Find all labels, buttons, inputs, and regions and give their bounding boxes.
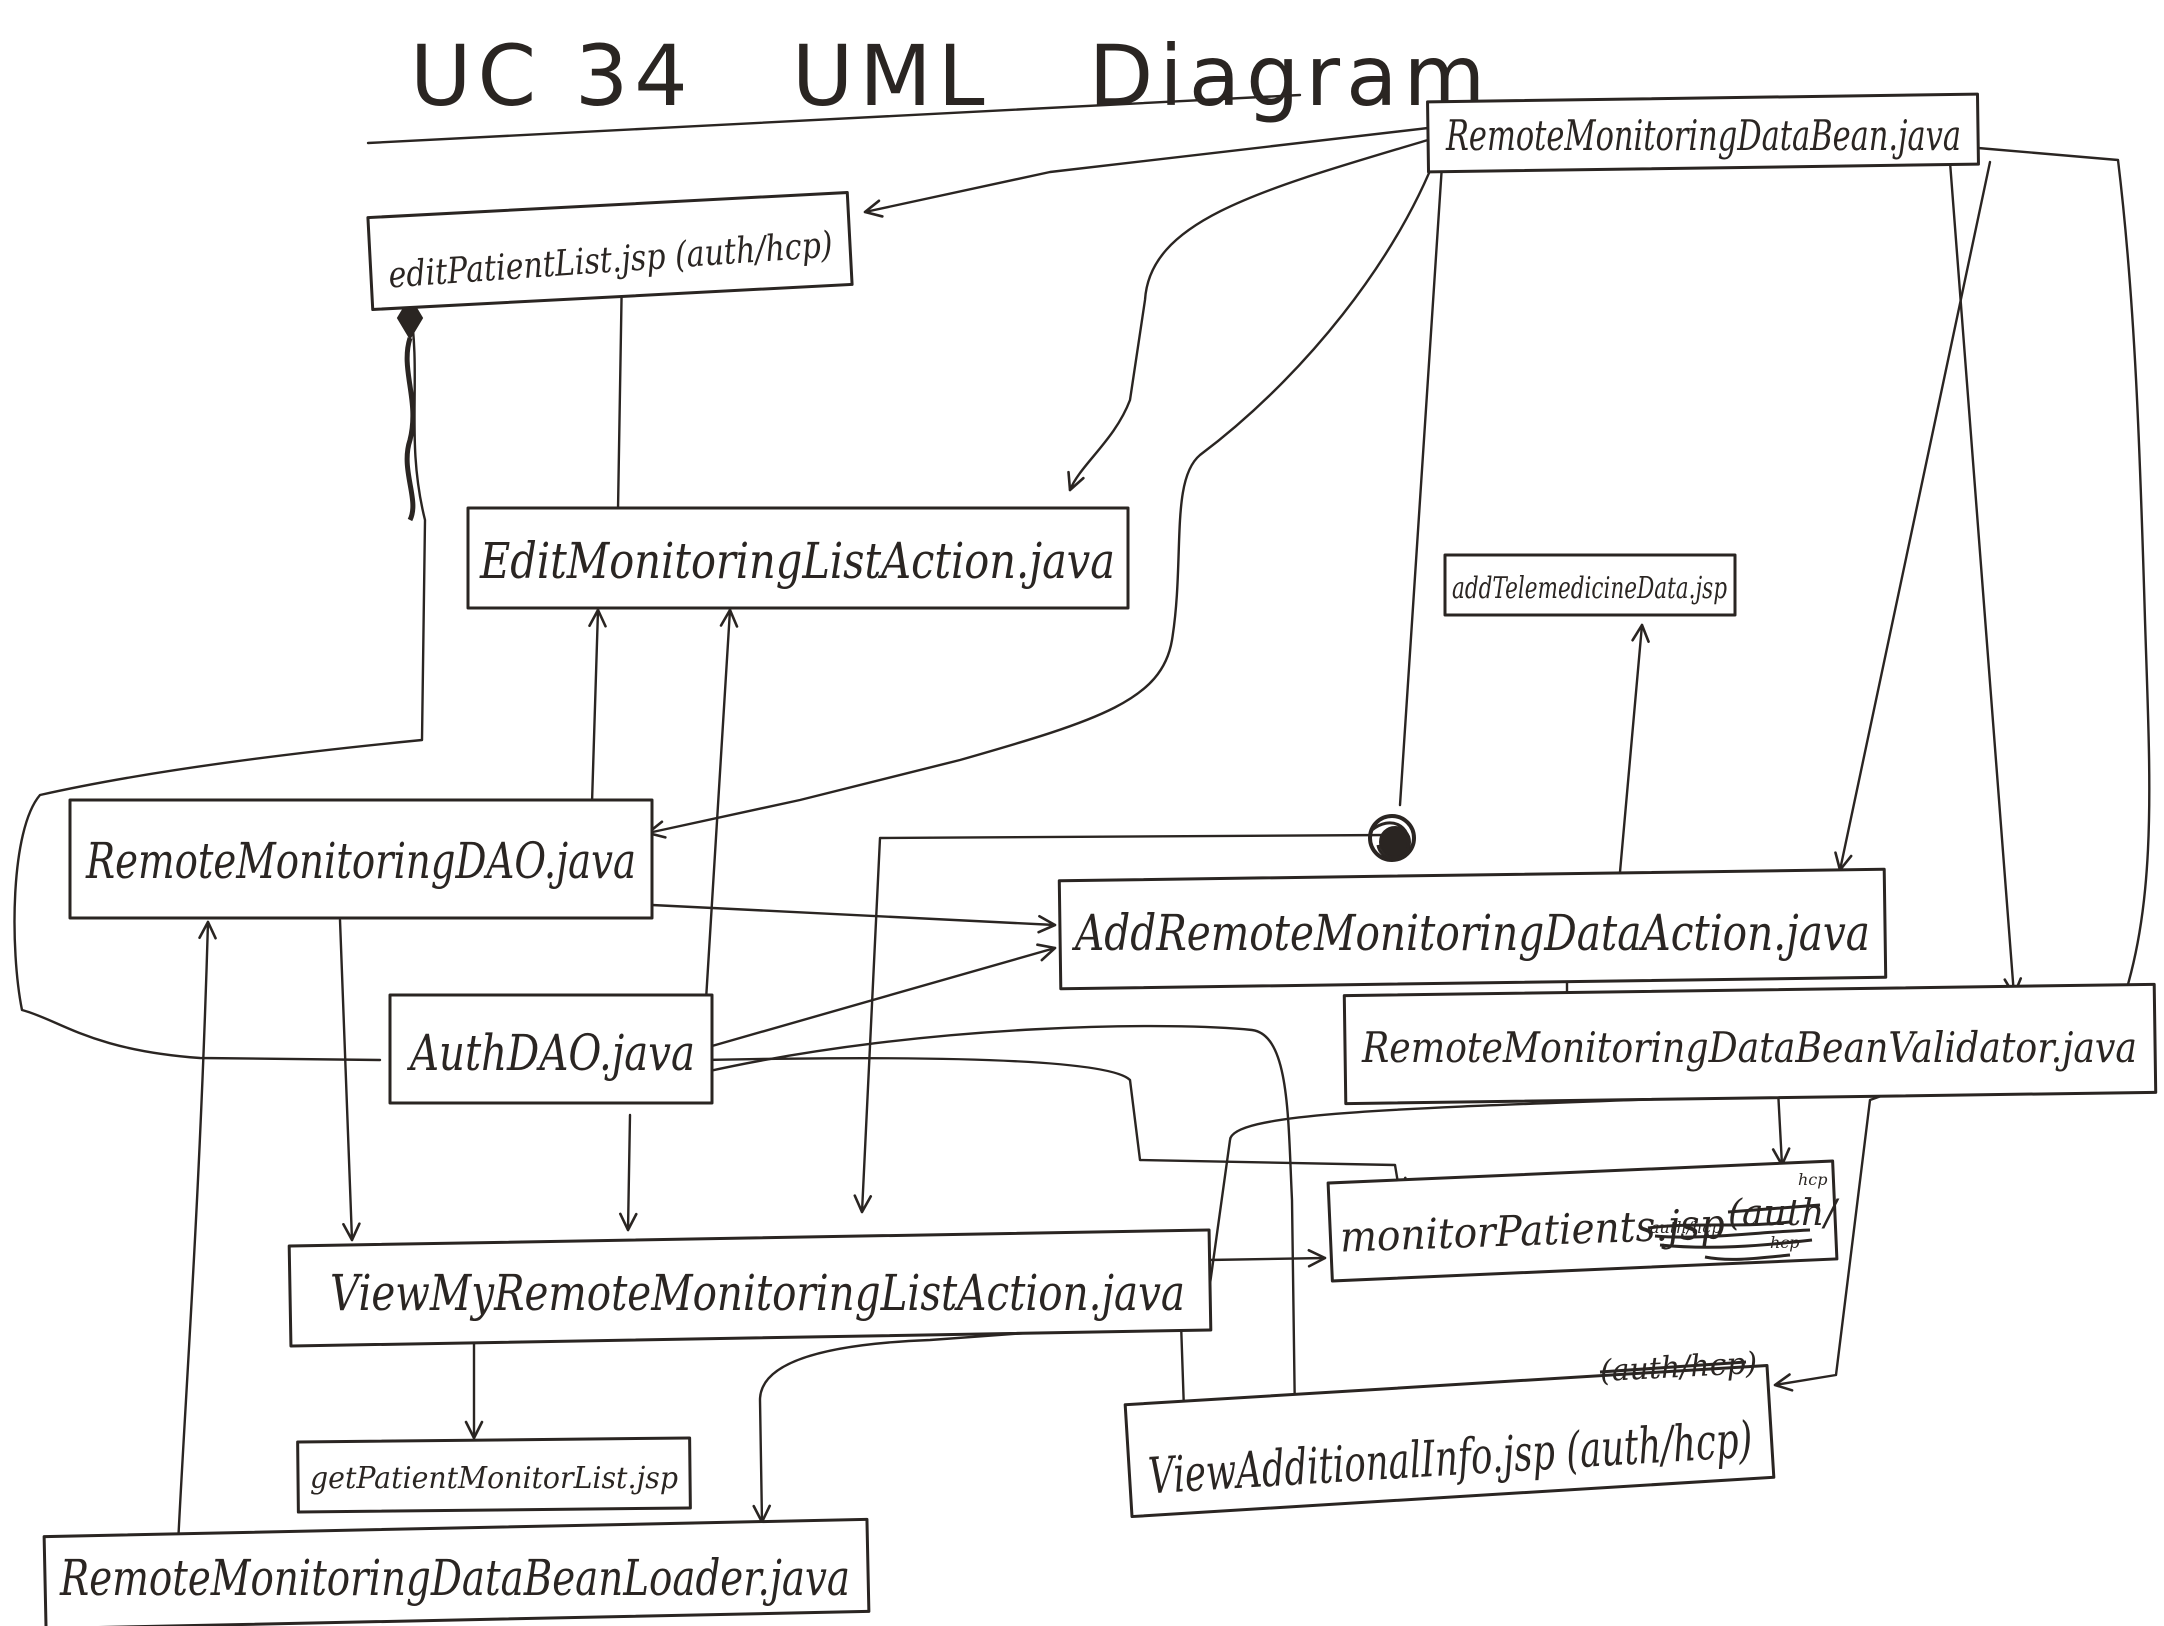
class-box [1057,867,1888,991]
class-label: AddRemoteMonitoringDataAction.java [1072,904,1870,962]
class-box [42,1517,871,1626]
class-box [1443,553,1737,617]
annotation-hcp: hcp [1798,1170,1828,1189]
class-label: RemoteMonitoringDataBean.java [1445,111,1961,160]
struck-annotation: (auth/ [1728,1193,1840,1234]
scribble-annotation: auth/hcp hcp [1647,1218,1813,1261]
edge-auth-to-addaction [703,943,1057,1050]
class-box [388,993,714,1105]
class-label: ViewMyRemoteMonitoringListAction.java [330,1264,1185,1322]
edge-addaction-to-telemedicine [1618,623,1650,874]
class-remote-monitoring-data-bean-loader[interactable]: RemoteMonitoringDataBeanLoader.java [42,1517,871,1626]
strikethrough [1727,1203,1821,1214]
class-box [1426,92,1980,174]
class-remote-monitoring-data-bean-validator[interactable]: RemoteMonitoringDataBeanValidator.java [1342,982,2158,1106]
aggregation-chain-editpatientlist [404,337,416,522]
edge-auth-to-editmonitoring [704,608,739,1002]
edge-bean-to-validator [1948,160,2023,997]
class-box [1123,1364,1776,1519]
diagram-title: UC 34 UML Diagram [410,27,1491,125]
edge-bean-to-viewinfo [1773,146,2151,1392]
class-label: getPatientMonitorList.jsp [310,1461,678,1496]
title-underline [366,93,1302,145]
strikethrough [1599,1360,1747,1374]
edge-auth-to-monitorpatients [703,1056,1407,1197]
edge-viewlist-to-monitorpatients [1206,1248,1327,1268]
class-edit-patient-list-jsp[interactable]: editPatientList.jsp (auth/hcp) [366,191,854,311]
edge-dao-to-addaction [650,903,1057,934]
edge-auth-to-viewlist [618,1113,638,1232]
class-remote-monitoring-data-bean[interactable]: RemoteMonitoringDataBean.java [1426,92,1980,174]
class-add-remote-monitoring-data-action[interactable]: AddRemoteMonitoringDataAction.java [1057,867,1888,991]
edge-validator-to-loader [752,1093,1772,1524]
class-monitor-patients-jsp[interactable]: monitorPatients.jsp (auth/ hcp auth/hcp … [1326,1159,1840,1283]
class-label: EditMonitoringListAction.java [479,532,1115,590]
class-box [1326,1159,1839,1283]
edge-editmonitoring-to-editpatientlist [612,268,632,512]
edge-validator-to-monitorpatients [1771,1088,1791,1167]
edge-dao-to-viewlist [338,918,361,1242]
edge-bean-to-editmonitoring [1067,138,1430,492]
class-get-patient-monitor-list-jsp[interactable]: getPatientMonitorList.jsp [296,1436,692,1514]
class-label: RemoteMonitoringDAO.java [85,832,636,890]
class-box [366,191,854,311]
class-box [296,1436,692,1514]
edge-dao-to-editmonitoring [588,608,607,805]
edge-editpatientlist-to-dao [13,303,427,1062]
class-auth-dao[interactable]: AuthDAO.java [388,993,714,1105]
class-view-additional-info-jsp[interactable]: ViewAdditionalInfo.jsp (auth/hcp) (auth/… [1123,1346,1776,1519]
edge-bean-to-addaction-right [1834,160,1992,872]
edge-auth-to-viewinfo [703,1024,1305,1422]
class-view-my-remote-monitoring-list-action[interactable]: ViewMyRemoteMonitoringListAction.java [287,1228,1213,1348]
aggregation-scribble-addaction [1368,814,1416,862]
class-remote-monitoring-dao[interactable]: RemoteMonitoringDAO.java [68,798,654,920]
edges [13,126,2151,1547]
class-box [287,1228,1213,1348]
edge-addaction-to-viewlist [853,833,1392,1214]
edge-bean-to-dao [646,138,1444,839]
class-add-telemedicine-data-jsp[interactable]: addTelemedicineData.jsp [1443,553,1737,617]
edge-bean-to-editpatientlist [863,126,1430,218]
scribble-text: auth/hcp [1650,1218,1721,1237]
class-label: AuthDAO.java [407,1024,695,1082]
class-label: RemoteMonitoringDataBeanValidator.java [1361,1023,2137,1072]
class-edit-monitoring-list-action[interactable]: EditMonitoringListAction.java [466,506,1130,610]
class-box [68,798,654,920]
class-label: addTelemedicineData.jsp [1452,571,1727,606]
edge-loader-to-dao [176,920,217,1547]
scribble-strike [1647,1220,1813,1261]
class-label: RemoteMonitoringDataBeanLoader.java [59,1549,850,1607]
class-box [1342,982,2158,1106]
edge-bean-to-addaction [1398,163,1444,807]
class-box [466,506,1130,610]
